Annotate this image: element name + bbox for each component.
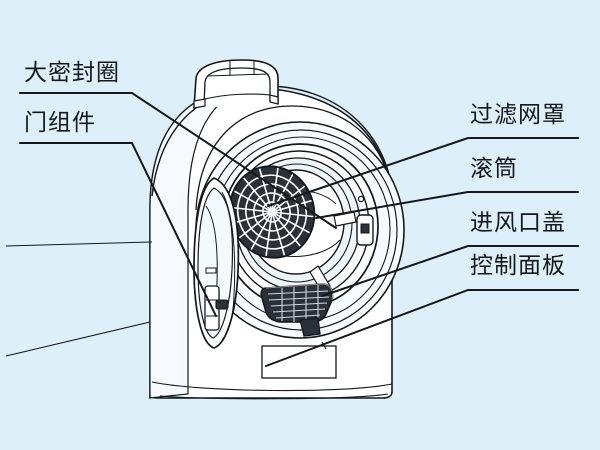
leader-door (19, 142, 217, 317)
handle-grip-seam (206, 73, 269, 77)
cabinet-bottom-left-edge (5, 241, 153, 247)
label-control-panel: 控制面板 (470, 253, 566, 279)
handle-base-right (269, 94, 279, 105)
latch-bolt (215, 299, 229, 310)
control-panel-tick (321, 341, 327, 350)
cabinet-base-shadow (159, 393, 389, 400)
handle-base-left (193, 98, 206, 109)
control-panel-rectangle (261, 341, 337, 379)
leader-intake (321, 245, 579, 297)
label-air-intake-cover: 进风口盖 (470, 210, 566, 236)
intake-rim (265, 283, 333, 301)
radial-filter-grille (228, 165, 316, 259)
leader-lines (19, 92, 579, 367)
door-edge-line (221, 191, 236, 341)
label-drum: 滚筒 (470, 156, 518, 182)
cabinet-top-contour-inner (195, 105, 395, 213)
cabinet-base-line (151, 381, 393, 392)
leader-seal (19, 92, 337, 229)
handle-inner (203, 67, 271, 107)
latch-top-tab (205, 267, 217, 274)
open-door-panel (193, 177, 240, 349)
carry-handle (193, 59, 279, 109)
label-door-assembly: 门组件 (24, 110, 96, 136)
leader-panel (265, 289, 579, 367)
label-large-seal-ring: 大密封圈 (24, 60, 120, 86)
handle-outer (193, 59, 279, 109)
handle-underbar (204, 93, 271, 100)
cabinet-latch-receiver (356, 195, 374, 246)
filter-spoke-7 (238, 185, 306, 239)
control-panel-frame (261, 345, 337, 379)
receiver-screw (357, 195, 365, 203)
intake-louvers (267, 285, 330, 322)
label-filter-cover: 过滤网罩 (470, 102, 566, 128)
receiver-slot (360, 223, 370, 234)
air-intake-cover (260, 283, 334, 337)
leader-drum (315, 191, 579, 219)
leader-filter (267, 137, 579, 207)
cabinet-bottom-left-edge2 (5, 321, 151, 357)
intake-tab (299, 317, 321, 337)
